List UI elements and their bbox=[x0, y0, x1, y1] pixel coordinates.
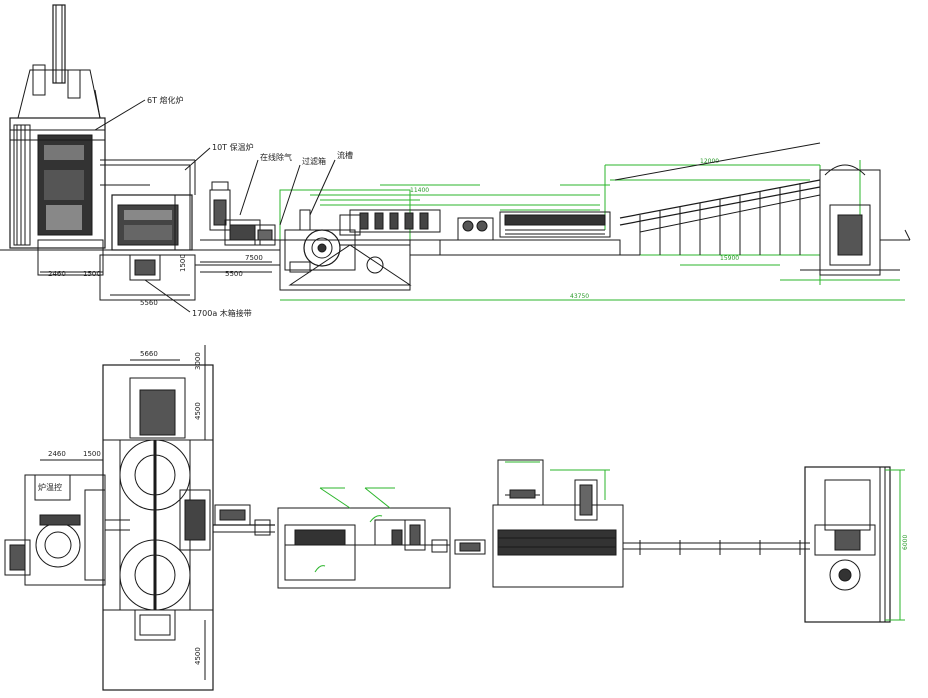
svg-text:43750: 43750 bbox=[570, 293, 589, 300]
svg-text:12000: 12000 bbox=[700, 158, 719, 165]
plan-dim-4500-lower: 4500 bbox=[194, 647, 202, 665]
plan-connector bbox=[454, 539, 486, 555]
callout-holding-furnace: 10T 保温炉 bbox=[212, 142, 254, 152]
plan-runout-line bbox=[623, 540, 810, 555]
dim-5560: 5560 bbox=[140, 299, 158, 307]
degassing-unit bbox=[200, 181, 310, 246]
dim-1500: 1500 bbox=[83, 270, 101, 278]
callout-filter-box: 过滤箱 bbox=[302, 156, 326, 166]
transfer-pipe bbox=[100, 159, 196, 195]
svg-text:炉温控: 炉温控 bbox=[38, 482, 62, 492]
svg-text:11400: 11400 bbox=[410, 187, 429, 194]
dim-2460: 2460 bbox=[48, 270, 66, 278]
plan-dimensions: 5660 3000 4500 4500 2460 1500 bbox=[40, 345, 206, 680]
melting-furnace bbox=[9, 4, 106, 276]
coiler-unit bbox=[800, 164, 911, 276]
dim-7500: 7500 bbox=[245, 254, 263, 262]
plan-coiler-box: 6000 bbox=[804, 466, 909, 623]
elevation-dimensions-left: 2460 1500 5560 1500 7500 5500 bbox=[40, 254, 272, 307]
plan-dim-3000: 3000 bbox=[194, 352, 202, 370]
plan-left-cluster: 炉温控 bbox=[4, 474, 130, 586]
plan-dim-4500: 4500 bbox=[194, 402, 202, 420]
plan-view: 炉温控 5660 3000 4500 4500 2460 1500 bbox=[4, 345, 909, 691]
callout-trough: 流槽 bbox=[337, 150, 353, 160]
plan-furnace-block bbox=[102, 364, 214, 691]
plan-dim-1500: 1500 bbox=[83, 450, 101, 458]
callout-coiler-crate: 1700a 木箱接带 bbox=[192, 308, 252, 318]
plan-dim-2460: 2460 bbox=[48, 450, 66, 458]
svg-text:15900: 15900 bbox=[720, 255, 739, 262]
ground-right bbox=[410, 239, 640, 256]
callout-melting-furnace: 6T 熔化炉 bbox=[147, 95, 184, 105]
callout-degassing: 在线除气 bbox=[260, 152, 292, 162]
rolling-mill bbox=[349, 209, 611, 241]
plan-dim-5660: 5660 bbox=[140, 350, 158, 358]
elevation-callouts: 6T 熔化炉 10T 保温炉 在线除气 过滤箱 流槽 1700a 木箱接带 bbox=[94, 95, 353, 318]
plan-rolling-box bbox=[492, 459, 624, 588]
ground-line bbox=[0, 249, 280, 301]
casting-machine bbox=[284, 209, 361, 273]
inclined-conveyor bbox=[614, 142, 821, 255]
dim-1500-vertical: 1500 bbox=[179, 254, 187, 272]
dim-5500: 5500 bbox=[225, 270, 243, 278]
plan-transfer bbox=[213, 504, 275, 536]
plan-dim-6000: 6000 bbox=[902, 535, 909, 550]
green-frame: 11400 12000 15900 43750 bbox=[279, 158, 905, 301]
elevation-view: 2460 1500 5560 1500 7500 5500 bbox=[0, 4, 911, 318]
pit bbox=[279, 239, 412, 291]
plan-casting-box bbox=[277, 487, 451, 589]
holding-furnace bbox=[111, 194, 193, 281]
